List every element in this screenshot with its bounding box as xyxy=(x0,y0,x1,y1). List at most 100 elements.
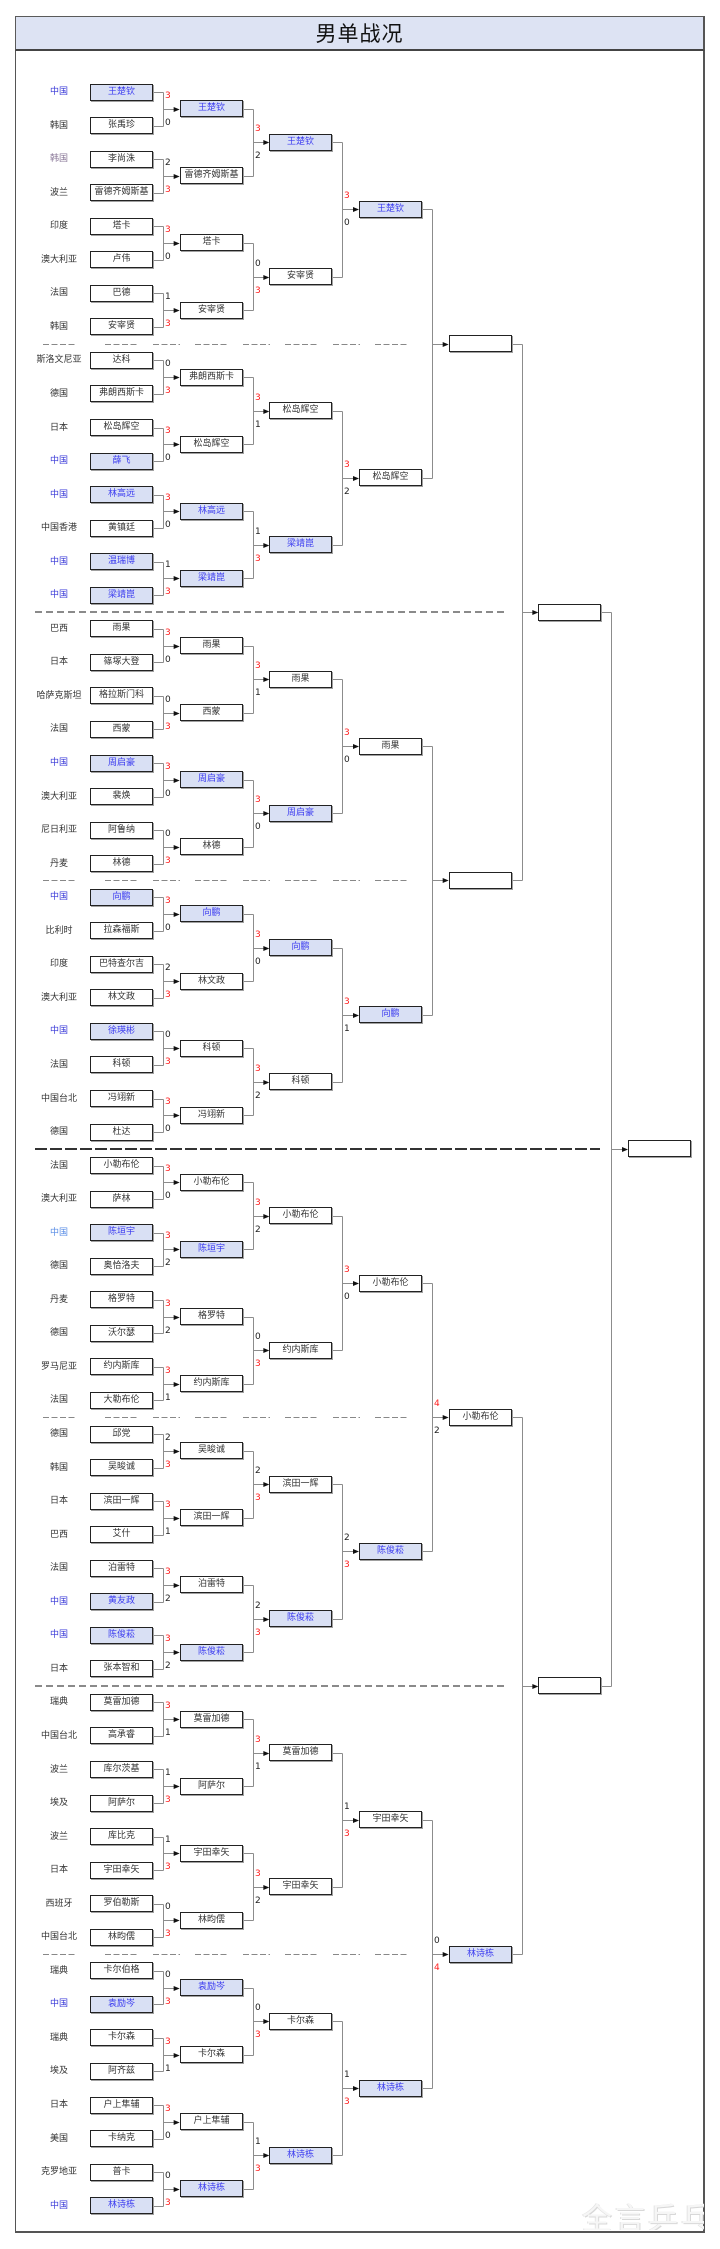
country-label: 克罗地亚 xyxy=(40,2167,77,2178)
arrow-right-icon xyxy=(263,140,270,145)
advance-slot: 滨田一辉 xyxy=(269,1476,332,1493)
section-divider xyxy=(195,1417,228,1418)
match-score: 3 xyxy=(255,124,261,134)
match-score: 2 xyxy=(255,151,261,161)
country-label: 中国 xyxy=(49,456,68,467)
advance-slot: 松岛辉空 xyxy=(359,469,422,486)
player-name: 普卡 xyxy=(112,2167,131,2177)
advance-slot: 王楚钦 xyxy=(269,134,332,151)
arrow-right-icon xyxy=(173,845,180,850)
player-box: 塔卡 xyxy=(90,218,153,235)
player-box: 达科 xyxy=(90,352,153,369)
match-score: 3 xyxy=(165,1500,171,1510)
player-box: 格拉斯门科 xyxy=(90,687,153,704)
country-label: 哈萨克斯坦 xyxy=(36,690,82,701)
advance-slot xyxy=(538,604,601,621)
match-score: 3 xyxy=(165,426,171,436)
match-score: 4 xyxy=(434,1399,440,1409)
match-score: 3 xyxy=(255,1869,261,1879)
player-name: 卡纳克 xyxy=(107,2133,135,2143)
match-score: 3 xyxy=(165,587,171,597)
player-name: 科顿 xyxy=(202,1043,221,1053)
country-label: 澳大利亚 xyxy=(40,1194,77,1205)
player-name: 李尚洙 xyxy=(107,154,135,164)
player-box: 阿萨尔 xyxy=(90,1795,153,1812)
country-label: 韩国 xyxy=(49,321,68,332)
country-label: 德国 xyxy=(49,1328,68,1339)
country-label: 波兰 xyxy=(49,1831,68,1842)
match-score: 1 xyxy=(255,1762,261,1772)
match-score: 2 xyxy=(165,1258,171,1268)
player-name: 艾什 xyxy=(112,1529,131,1539)
advance-slot: 约内斯库 xyxy=(269,1342,332,1359)
match-score: 3 xyxy=(165,2198,171,2208)
section-divider xyxy=(43,1417,75,1418)
player-box: 张禹珍 xyxy=(90,117,153,134)
section-divider xyxy=(35,1685,505,1687)
arrow-right-icon xyxy=(173,1583,180,1588)
player-box: 卡尔森 xyxy=(90,2029,153,2046)
player-name: 约内斯库 xyxy=(193,1378,230,1388)
match-score: 3 xyxy=(255,1735,261,1745)
match-score: 2 xyxy=(165,1594,171,1604)
player-name: 袁励岑 xyxy=(107,1999,135,2009)
match-score: 0 xyxy=(255,259,261,269)
player-name: 小勒布伦 xyxy=(462,1412,499,1422)
country-label: 法国 xyxy=(49,288,68,299)
country-label: 中国 xyxy=(49,758,68,768)
arrow-right-icon xyxy=(173,2053,180,2058)
match-score: 2 xyxy=(255,1896,261,1906)
arrow-right-icon xyxy=(173,107,180,112)
section-divider xyxy=(105,344,138,345)
match-score: 3 xyxy=(165,1701,171,1711)
advance-slot: 阿萨尔 xyxy=(180,1778,243,1795)
advance-slot: 小勒布伦 xyxy=(180,1174,243,1191)
player-name: 林昀儒 xyxy=(197,1915,225,1925)
player-name: 林文政 xyxy=(197,976,225,986)
advance-slot: 王楚钦 xyxy=(180,100,243,117)
advance-slot: 林诗栋 xyxy=(359,2080,422,2097)
advance-slot: 弗朗西斯卡 xyxy=(180,369,243,386)
player-name: 弗朗西斯卡 xyxy=(188,372,234,382)
player-box: 拉森福斯 xyxy=(90,922,153,939)
player-box: 吴晙诚 xyxy=(90,1459,153,1476)
country-label: 比利时 xyxy=(45,925,73,936)
section-divider xyxy=(285,1954,318,1955)
advance-slot: 宇田幸矢 xyxy=(359,1811,422,1828)
arrow-right-icon xyxy=(263,1348,270,1353)
player-name: 林德 xyxy=(112,858,131,868)
section-divider xyxy=(153,344,180,345)
match-score: 0 xyxy=(255,957,261,967)
match-score: 3 xyxy=(165,1567,171,1577)
match-score: 4 xyxy=(434,1963,440,1973)
match-score: 0 xyxy=(165,923,171,933)
page-title: 男单战况 xyxy=(315,22,404,46)
player-name: 小勒布伦 xyxy=(103,1160,140,1170)
player-name: 小勒布伦 xyxy=(193,1177,230,1187)
player-name: 周启豪 xyxy=(286,808,314,818)
country-label: 罗马尼亚 xyxy=(40,1361,77,1372)
player-box: 巴特查尔吉 xyxy=(90,956,153,973)
match-score: 3 xyxy=(165,896,171,906)
match-score: 3 xyxy=(165,1862,171,1872)
match-score: 3 xyxy=(344,191,350,201)
player-name: 宇田幸矢 xyxy=(103,1865,140,1875)
arrow-right-icon xyxy=(263,1617,270,1622)
country-label: 印度 xyxy=(49,959,68,970)
player-name: 拉森福斯 xyxy=(103,925,140,935)
player-name: 林高远 xyxy=(107,489,135,499)
player-name: 张禹珍 xyxy=(107,120,135,130)
section-divider xyxy=(153,880,180,881)
country-label: 瑞典 xyxy=(49,2032,68,2043)
country-label: 日本 xyxy=(49,1663,68,1674)
arrow-right-icon xyxy=(532,1684,539,1689)
match-score: 3 xyxy=(255,393,261,403)
arrow-right-icon xyxy=(173,979,180,984)
match-score: 3 xyxy=(165,1795,171,1805)
arrow-right-icon xyxy=(353,476,360,481)
player-name: 巴特查尔吉 xyxy=(98,959,144,969)
arrow-right-icon xyxy=(263,1751,270,1756)
player-name: 王楚钦 xyxy=(286,137,314,147)
advance-slot: 陈俊菘 xyxy=(180,1644,243,1661)
match-score: 0 xyxy=(165,453,171,463)
